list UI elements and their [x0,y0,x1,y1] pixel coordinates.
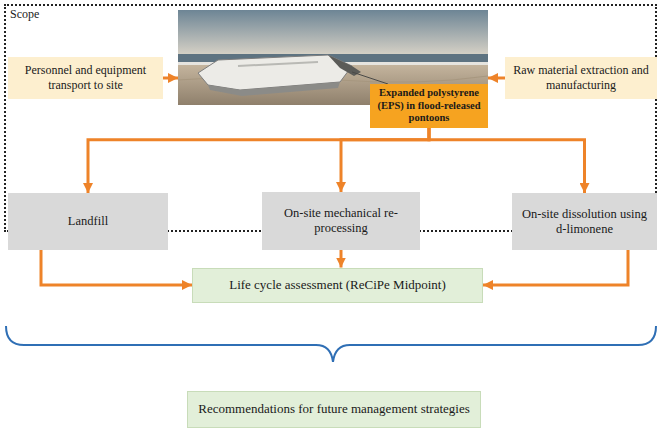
input-box: Raw material extraction and manufacturin… [505,57,657,99]
node-text: Landfill [68,214,108,229]
node-text: Raw material extraction and manufacturin… [511,63,651,93]
option-box: Landfill [8,193,168,250]
node-text: Scope [4,4,45,25]
flow-arrow [88,128,429,193]
flow-arrow [488,77,505,80]
flow-arrow [340,250,343,268]
material-label: Expanded polystyrene (EPS) in flood-rele… [370,84,488,128]
flow-arrow [341,128,429,192]
node-text: Life cycle assessment (ReCiPe Midpoint) [229,277,446,293]
scope-region: ScopePersonnel and equipment transport t… [4,4,657,232]
flow-arrow [41,250,192,285]
node-text: Personnel and equipment transport to sit… [14,63,157,93]
node-text: On-site mechanical re-processing [268,206,414,236]
option-box: On-site mechanical re-processing [262,192,420,250]
option-box: On-site dissolution using d-limonene [512,193,657,250]
flow-arrow [163,77,178,80]
pontoon-side [208,82,340,96]
input-box: Personnel and equipment transport to sit… [8,57,163,99]
assessment-box: Life cycle assessment (ReCiPe Midpoint) [192,268,483,303]
deck-line [238,62,318,66]
node-text: On-site dissolution using d-limonene [518,207,651,237]
outcome-box: Recommendations for future management st… [187,391,481,428]
brace-path [6,326,656,362]
photo-node: Expanded polystyrene (EPS) in flood-rele… [178,10,488,128]
node-text: Recommendations for future management st… [198,401,469,417]
rope [352,72,388,84]
sky [178,10,488,56]
flow-arrow [429,128,585,193]
flow-arrow [483,250,628,285]
